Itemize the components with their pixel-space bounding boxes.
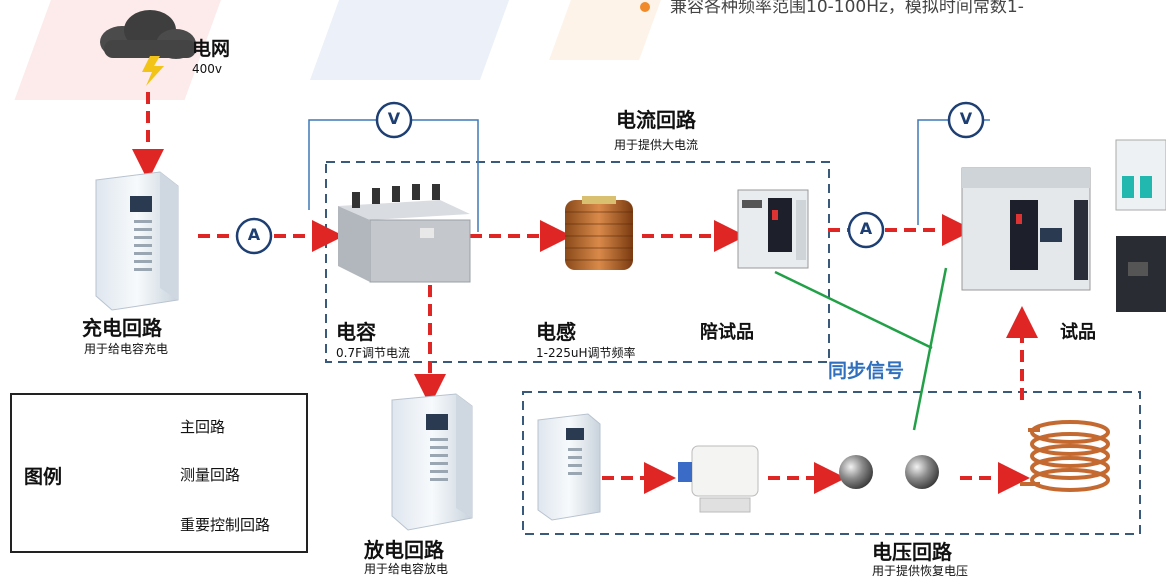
companion-title: 陪试品 xyxy=(700,322,754,343)
voltmeter-right-label: V xyxy=(959,109,973,128)
voltage-source-cabinet-icon xyxy=(537,413,601,521)
capacitor-title: 电容 xyxy=(336,320,376,344)
voltmeter-right-icon xyxy=(947,101,985,139)
bullet-icon xyxy=(640,2,650,12)
voltage-loop-box xyxy=(522,391,1141,535)
discharge-title: 放电回路 xyxy=(364,538,444,562)
sync-line-right xyxy=(912,267,948,431)
inductor-title: 电感 xyxy=(536,320,576,344)
ammeter-left-icon xyxy=(235,217,273,255)
legend-item-control-loop: 重要控制回路 xyxy=(180,516,271,534)
ammeter-right-label: A xyxy=(859,219,873,238)
voltage-loop-desc: 用于提供恢复电压 xyxy=(872,564,969,578)
legend-item-measure-loop: 测量回路 xyxy=(180,466,241,484)
companion-breaker-icon xyxy=(737,189,809,269)
copper-coil-icon xyxy=(1020,420,1110,492)
molded-case-breaker-icon xyxy=(1116,236,1166,312)
discharge-cabinet-icon xyxy=(391,393,473,531)
voltage-loop-title: 电压回路 xyxy=(872,540,952,564)
current-loop-desc: 用于提供大电流 xyxy=(614,138,699,152)
sphere-gap-1-icon xyxy=(839,455,873,489)
legend-title: 图例 xyxy=(24,466,63,488)
voltmeter-left-icon xyxy=(375,101,413,139)
test-item-title: 试品 xyxy=(1060,322,1096,343)
ammeter-left-label: A xyxy=(247,225,261,244)
miniature-breaker-icon xyxy=(1115,139,1166,211)
capacitor-icon xyxy=(338,184,471,283)
header-note: 兼容各种频率范围10-100Hz，模拟时间常数1- xyxy=(640,0,1024,17)
capacitor-desc: 0.7F调节电流 xyxy=(336,346,410,360)
sphere-gap-2-icon xyxy=(905,455,939,489)
ammeter-right-icon xyxy=(847,211,885,249)
grid-label: 电网 xyxy=(192,38,231,60)
sync-signal-label: 同步信号 xyxy=(828,360,905,382)
legend-box: 图例 主回路 测量回路 重要控制回路 xyxy=(10,393,308,553)
grid-voltage: 400v xyxy=(192,62,223,76)
charging-title: 充电回路 xyxy=(82,316,162,340)
current-loop-box xyxy=(325,161,830,363)
reactor-icon xyxy=(678,445,759,513)
sync-line-left xyxy=(774,270,933,350)
charging-desc: 用于给电容充电 xyxy=(84,342,169,356)
current-loop-title: 电流回路 xyxy=(616,108,696,132)
storm-cloud-icon xyxy=(100,10,196,86)
inductor-icon xyxy=(565,196,633,270)
test-breaker-icon xyxy=(961,167,1091,291)
legend-item-main-loop: 主回路 xyxy=(180,418,226,436)
charger-cabinet-icon xyxy=(95,171,179,311)
voltmeter-left-label: V xyxy=(387,109,401,128)
discharge-desc: 用于给电容放电 xyxy=(364,562,449,576)
inductor-desc: 1-225uH调节频率 xyxy=(536,346,636,360)
